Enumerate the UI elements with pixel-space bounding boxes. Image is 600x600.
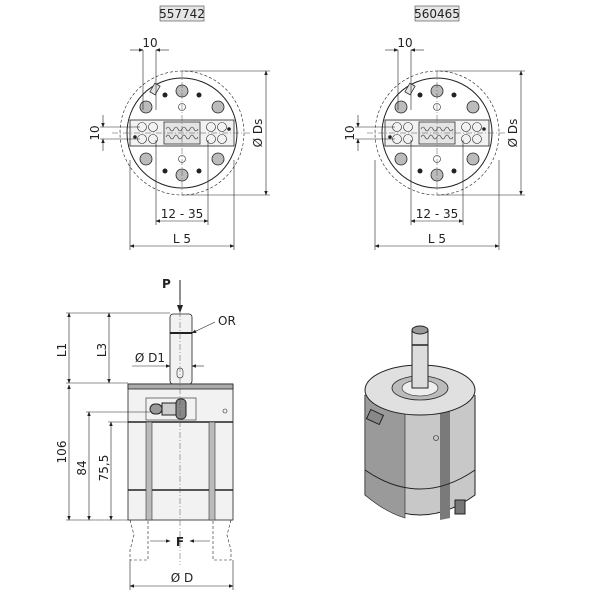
isometric-view <box>364 325 476 520</box>
dim-height-75: 75,5 <box>97 455 111 482</box>
top-view-560465: 560465 10 10 12 - 35 L 5 Ø Ds <box>343 5 525 250</box>
dim-top: 10 <box>142 36 157 50</box>
dim-top: 10 <box>397 36 412 50</box>
pressure-label: P <box>162 277 171 291</box>
dim-height-total: 106 <box>55 441 69 464</box>
part-number-label: 557742 <box>159 7 205 21</box>
stem <box>169 313 193 385</box>
dim-D1: Ø D1 <box>135 351 165 365</box>
dim-range: 12 - 35 <box>416 207 459 221</box>
dim-height-84: 84 <box>75 460 89 475</box>
dim-L1: L1 <box>55 343 69 357</box>
part-number-box <box>159 5 205 22</box>
top-view-557742: 557742 10 10 12 - 35 L 5 Ø Ds <box>88 5 270 250</box>
force-label: F <box>176 535 184 549</box>
dim-left: 10 <box>88 125 102 140</box>
dim-range: 12 - 35 <box>161 207 204 221</box>
side-view: P OR <box>55 277 236 590</box>
dim-length: L 5 <box>173 232 191 246</box>
dim-diameter: Ø D <box>171 571 194 585</box>
dim-diameter: Ø Ds <box>506 119 520 148</box>
dim-L3: L3 <box>95 343 109 357</box>
part-number-box <box>414 5 460 22</box>
dim-length: L 5 <box>428 232 446 246</box>
dim-diameter: Ø Ds <box>251 119 265 148</box>
oring-label: OR <box>218 314 236 328</box>
dim-left: 10 <box>343 125 357 140</box>
part-number-label: 560465 <box>414 7 460 21</box>
